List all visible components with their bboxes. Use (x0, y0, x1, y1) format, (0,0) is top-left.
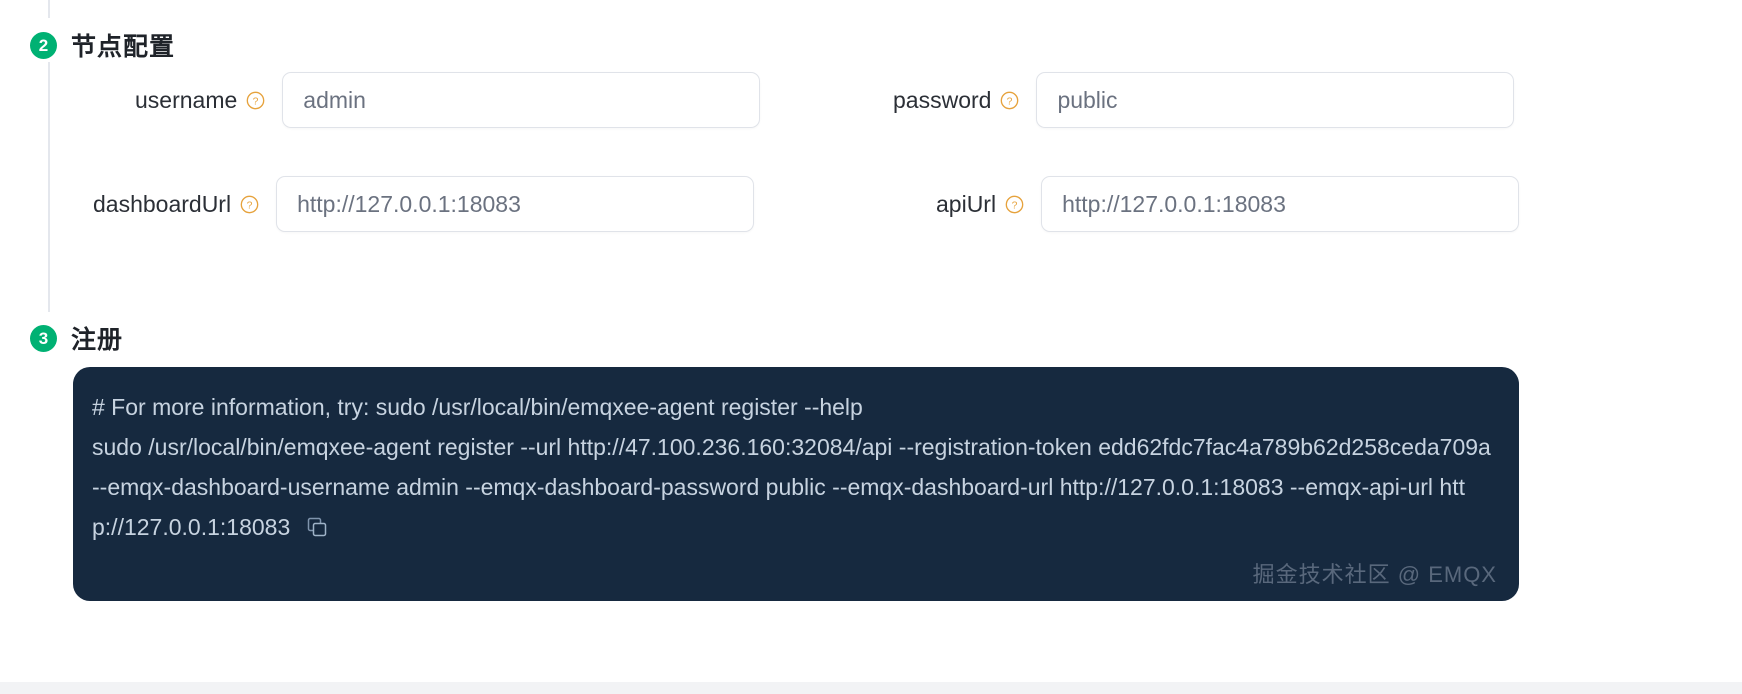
register-command-text: # For more information, try: sudo /usr/l… (92, 394, 1491, 540)
help-icon[interactable]: ? (246, 91, 265, 110)
field-label-password: password (893, 86, 992, 113)
step-title: 节点配置 (71, 33, 176, 61)
svg-text:?: ? (1007, 96, 1013, 107)
form-field-username: username ? admin (135, 72, 761, 128)
password-input[interactable]: public (1036, 72, 1515, 128)
help-icon[interactable]: ? (1000, 91, 1019, 110)
step-number-badge: 2 (30, 31, 57, 59)
svg-text:?: ? (253, 96, 259, 107)
watermark: 掘金技术社区 @ EMQX (1252, 562, 1497, 587)
copy-icon[interactable] (306, 510, 328, 537)
svg-text:?: ? (247, 200, 253, 211)
page-bottom-edge (0, 682, 1742, 694)
step-header-node-config: 2 节点配置 (30, 27, 175, 63)
step-rail-middle (48, 62, 50, 312)
form-field-password: password ? public (893, 72, 1515, 128)
step-title: 注册 (71, 326, 124, 354)
field-label-api-url: apiUrl (936, 190, 997, 217)
help-icon[interactable]: ? (1005, 195, 1024, 214)
step-header-register: 3 注册 (30, 320, 123, 356)
step-rail-top (48, 0, 50, 18)
api-url-input[interactable]: http://127.0.0.1:18083 (1041, 176, 1520, 232)
form-field-api-url: apiUrl ? http://127.0.0.1:18083 (936, 176, 1520, 232)
form-field-dashboard-url: dashboardUrl ? http://127.0.0.1:18083 (93, 176, 755, 232)
dashboard-url-input[interactable]: http://127.0.0.1:18083 (276, 176, 755, 232)
svg-text:?: ? (1012, 200, 1018, 211)
field-label-dashboard-url: dashboardUrl (93, 190, 232, 217)
username-input[interactable]: admin (282, 72, 761, 128)
field-label-username: username (135, 86, 238, 113)
step-number-badge: 3 (30, 324, 57, 352)
help-icon[interactable]: ? (240, 195, 259, 214)
register-command-code-block: # For more information, try: sudo /usr/l… (73, 367, 1519, 601)
